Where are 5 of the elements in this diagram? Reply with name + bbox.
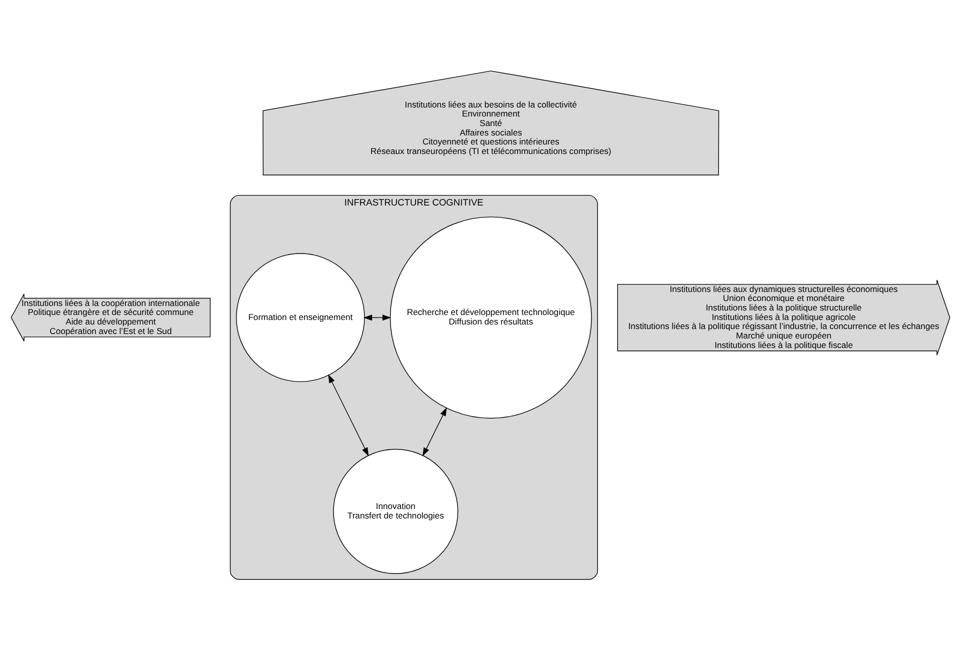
arrow <box>422 407 447 456</box>
arrow <box>328 374 369 456</box>
node-circle: Recherche et développement technologique Diffusion des résultats <box>390 216 592 419</box>
node-circle: Innovation Transfert de technologies <box>333 448 458 574</box>
arrow <box>364 314 392 321</box>
